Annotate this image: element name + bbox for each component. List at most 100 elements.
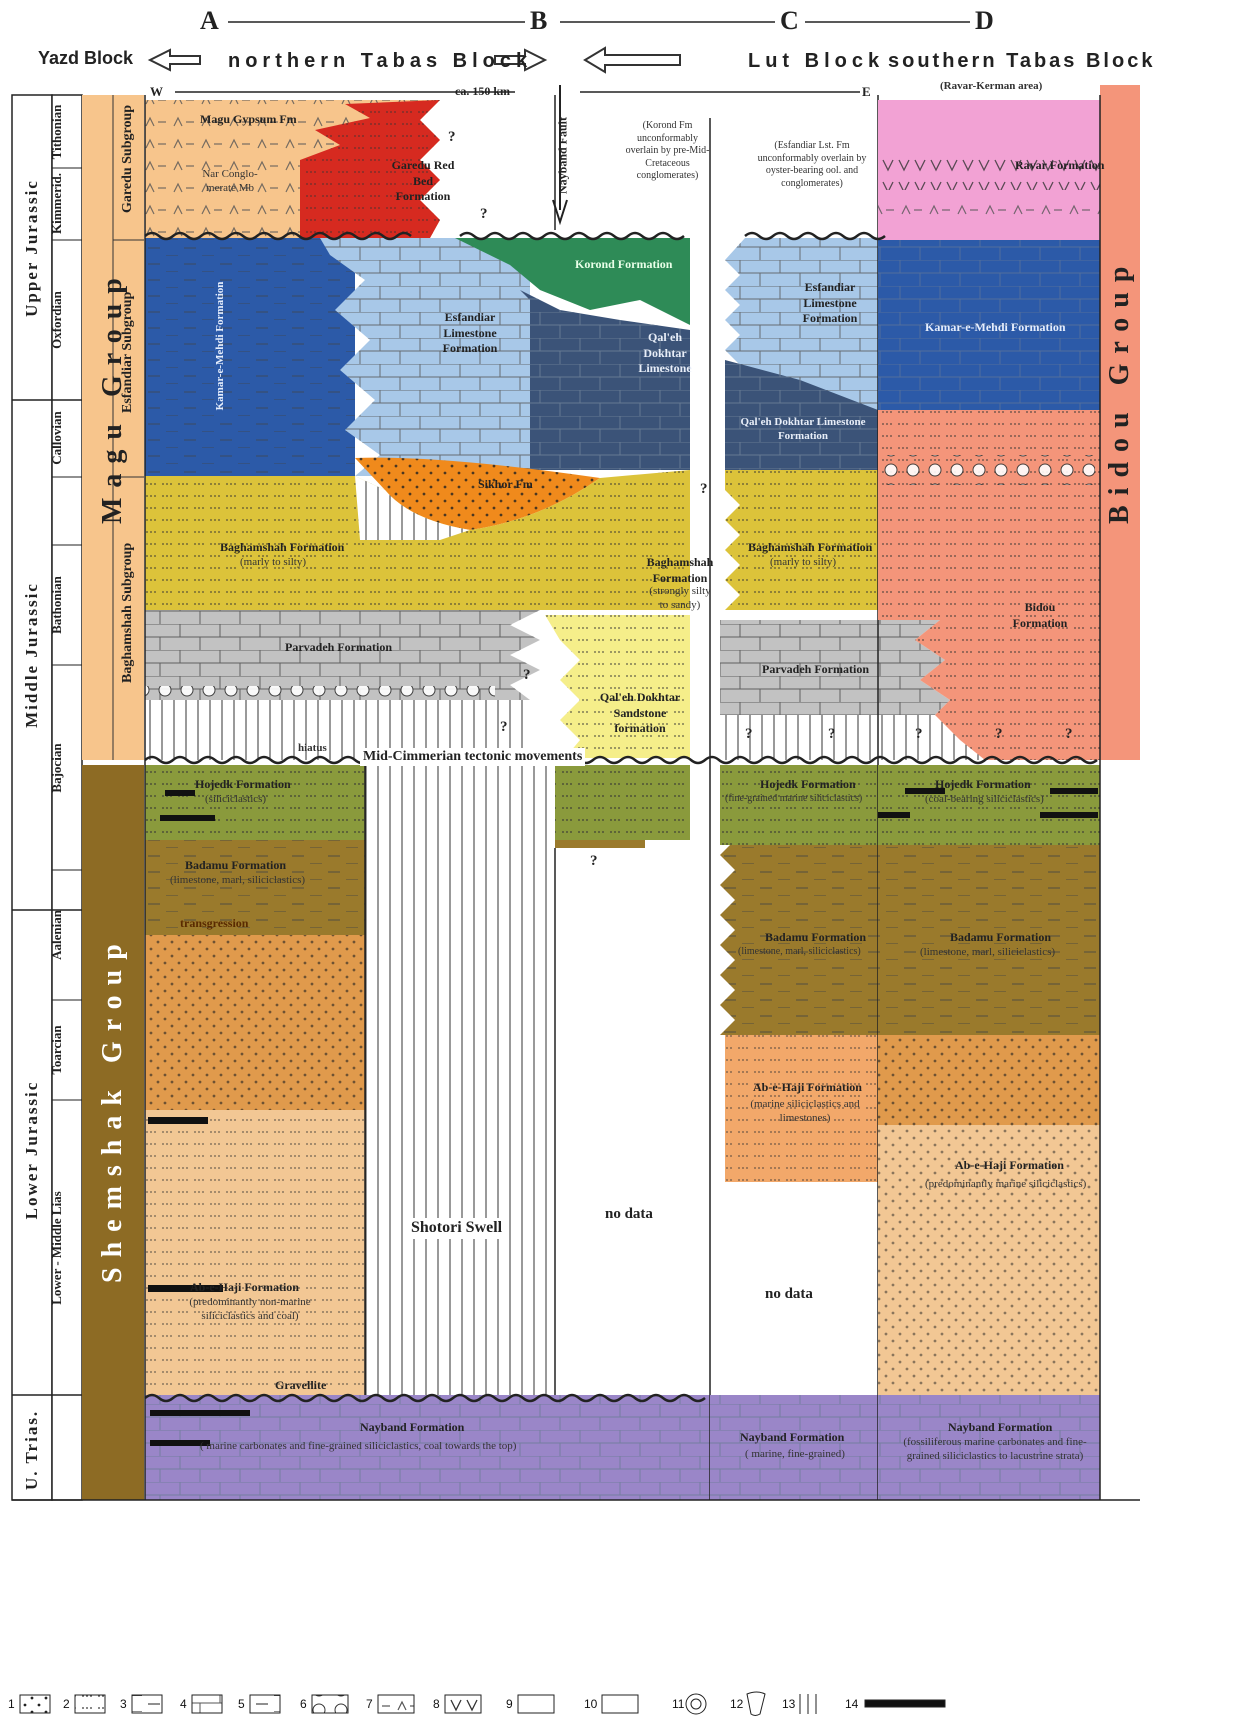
subgroup-esfandiar: Esfandiar Subgroup [120,291,135,413]
lut-block-label: Lut Block [748,50,885,72]
unconformities [144,231,1098,1403]
fault-arrow [552,85,568,226]
stage-lower-middle-lias: Lower - Middle Lias [49,1191,64,1305]
legend-number: 9 [506,1697,513,1711]
label-badamu-right-sub: (limestone, marl, siliciclastics) [920,946,1056,958]
legend-symbol-2 [74,1694,106,1714]
column-label-d: D [975,6,994,35]
southern-tabas-label: southern Tabas Block [888,50,1156,72]
label-no-data-2: no data [765,1286,813,1302]
label-nayband-right-sub: (fossiliferous marine carbonates and fin… [903,1436,1087,1462]
label-baghamshah-mid: Baghamshah Formation [646,555,714,585]
time-scale [11,94,83,1501]
legend-symbol-10 [601,1694,639,1714]
stage-toarcian: Toarcian [49,1025,64,1075]
stage-callovian: Callovian [49,411,64,465]
column-label-b: B [530,6,548,35]
legend-number: 12 [730,1697,744,1711]
label-abehaji-left: Ab-e-Haji Formation [190,1280,299,1294]
label-kamar-e-mehdi-left: Kamar-e-Mehdi Formation [214,281,226,411]
period-lower-jurassic: Lower Jurassic [22,1080,41,1220]
subgroup-baghamshah: Baghamshah Subgroup [120,542,135,683]
label-abehaji-left-sub: (predominantly non-marine siliciclastics… [189,1296,311,1322]
subgroup-garedu: Garedu Subgroup [120,104,135,213]
frame-lines [12,95,1140,1501]
period-middle-jurassic: Middle Jurassic [22,582,41,728]
label-hojedk-lut-sub: (fine-grained marine siliciclastics) [725,793,863,804]
label-nar-conglomerate: Nar Conglo-merate Mb [202,168,258,194]
column-label-c: C [780,6,799,35]
legend-number: 1 [8,1697,15,1711]
label-sikhor: Sikhor Fm [478,477,533,491]
legend-number: 5 [238,1697,245,1711]
shemshak-group-band [82,765,144,1500]
legend-symbol-13 [799,1694,817,1714]
arrow-right-icon [494,48,548,72]
note-esfandiar: (Esfandiar Lst. Fm unconformably overlai… [757,140,867,189]
label-abehaji-right-sub: (predominantly marine siliciclastics) [925,1178,1087,1190]
legend-number: 14 [845,1697,859,1711]
legend-symbol-8 [444,1694,482,1714]
question-mark: ? [700,481,708,497]
label-nayband-lut-sub: ( marine, fine-grained) [745,1448,845,1460]
label-hiatus: hiatus [298,742,327,754]
legend-number: 2 [63,1697,70,1711]
question-mark: ? [828,726,836,742]
label-badamu-left-sub: (limestone, marl, siliciclastics) [170,874,306,886]
legend-symbol-9 [517,1694,555,1714]
period-upper-jurassic: Upper Jurassic [22,179,41,317]
label-hojedk-lut: Hojedk Formation [760,777,856,791]
legend-number: 3 [120,1697,127,1711]
column-label-a: A [200,6,219,35]
label-parvadeh-left: Parvadeh Formation [285,640,392,654]
label-nayband-left: Nayband Formation [360,1420,465,1434]
label-baghamshah-lut: Baghamshah Formation [748,540,873,554]
question-mark: ? [480,206,488,222]
legend-symbol-7 [377,1694,415,1714]
northern-tabas-label: northern Tabas Block [228,50,533,72]
bidou-group-band [1100,85,1140,760]
legend-symbol-6 [311,1694,349,1714]
stage-tithonian: Tithonian [49,104,64,160]
southern-tabas-column [877,95,1100,1500]
label-baghamshah-left-sub: (marly to silty) [240,556,306,568]
question-mark: ? [915,726,923,742]
northern-tabas-column [145,100,710,1500]
label-abehaji-lut: Ab-e-Haji Formation [753,1080,862,1094]
stage-oxfordian: Oxfordian [49,291,64,349]
label-mid-cimmerian: Mid-Cimmerian tectonic movements [360,748,586,767]
label-baghamshah-mid-sub: (strongly silty to sandy) [649,585,711,611]
question-mark: ? [500,719,508,735]
label-badamu-lut: Badamu Formation [765,930,867,944]
label-transgression: transgression [180,916,249,930]
stage-aalenian: Aalenian [49,910,64,960]
label-bidou: Bidou Formation [1012,600,1068,630]
label-qaleh-dokhtar-limestone: Qal'eh Dokhtar Limestone [638,330,692,376]
section-east: E [862,84,871,99]
label-baghamshah-lut-sub: (marly to silty) [770,556,836,568]
period-upper-triassic: U. Trias. [22,1409,41,1490]
label-badamu-right: Badamu Formation [950,930,1052,944]
label-gravellite: Gravellite [275,1378,327,1392]
label-badamu-lut-sub: (limestone, marl, siliciclastics) [738,946,861,957]
legend-symbol-4 [191,1694,223,1714]
legend-number: 8 [433,1697,440,1711]
legend-number: 4 [180,1697,187,1711]
label-shotori-swell: Shotori Swell [408,1218,506,1239]
section-distance: ca. 150 km [455,84,510,98]
legend-number: 6 [300,1697,307,1711]
header-lines [175,21,970,93]
label-esfandiar-lut: Esfandiar Limestone Formation [802,280,858,326]
arrow-left-icon [583,46,681,74]
label-qaleh-dokhtar-sandstone: Qal'eh Dokhtar Sandstone formation [599,690,681,736]
label-baghamshah-left: Baghamshah Formation [220,540,345,554]
kerand-green-unit [455,238,690,325]
header-arrows [147,46,681,74]
section-west: W [150,84,163,99]
ammonite-icon [685,1693,707,1715]
bivalve-icon [746,1691,766,1716]
legend-number: 7 [366,1697,373,1711]
label-nayband-left-sub: ( marine carbonates and fine-grained sil… [200,1440,517,1452]
label-kerand: Korond Formation [575,257,673,271]
